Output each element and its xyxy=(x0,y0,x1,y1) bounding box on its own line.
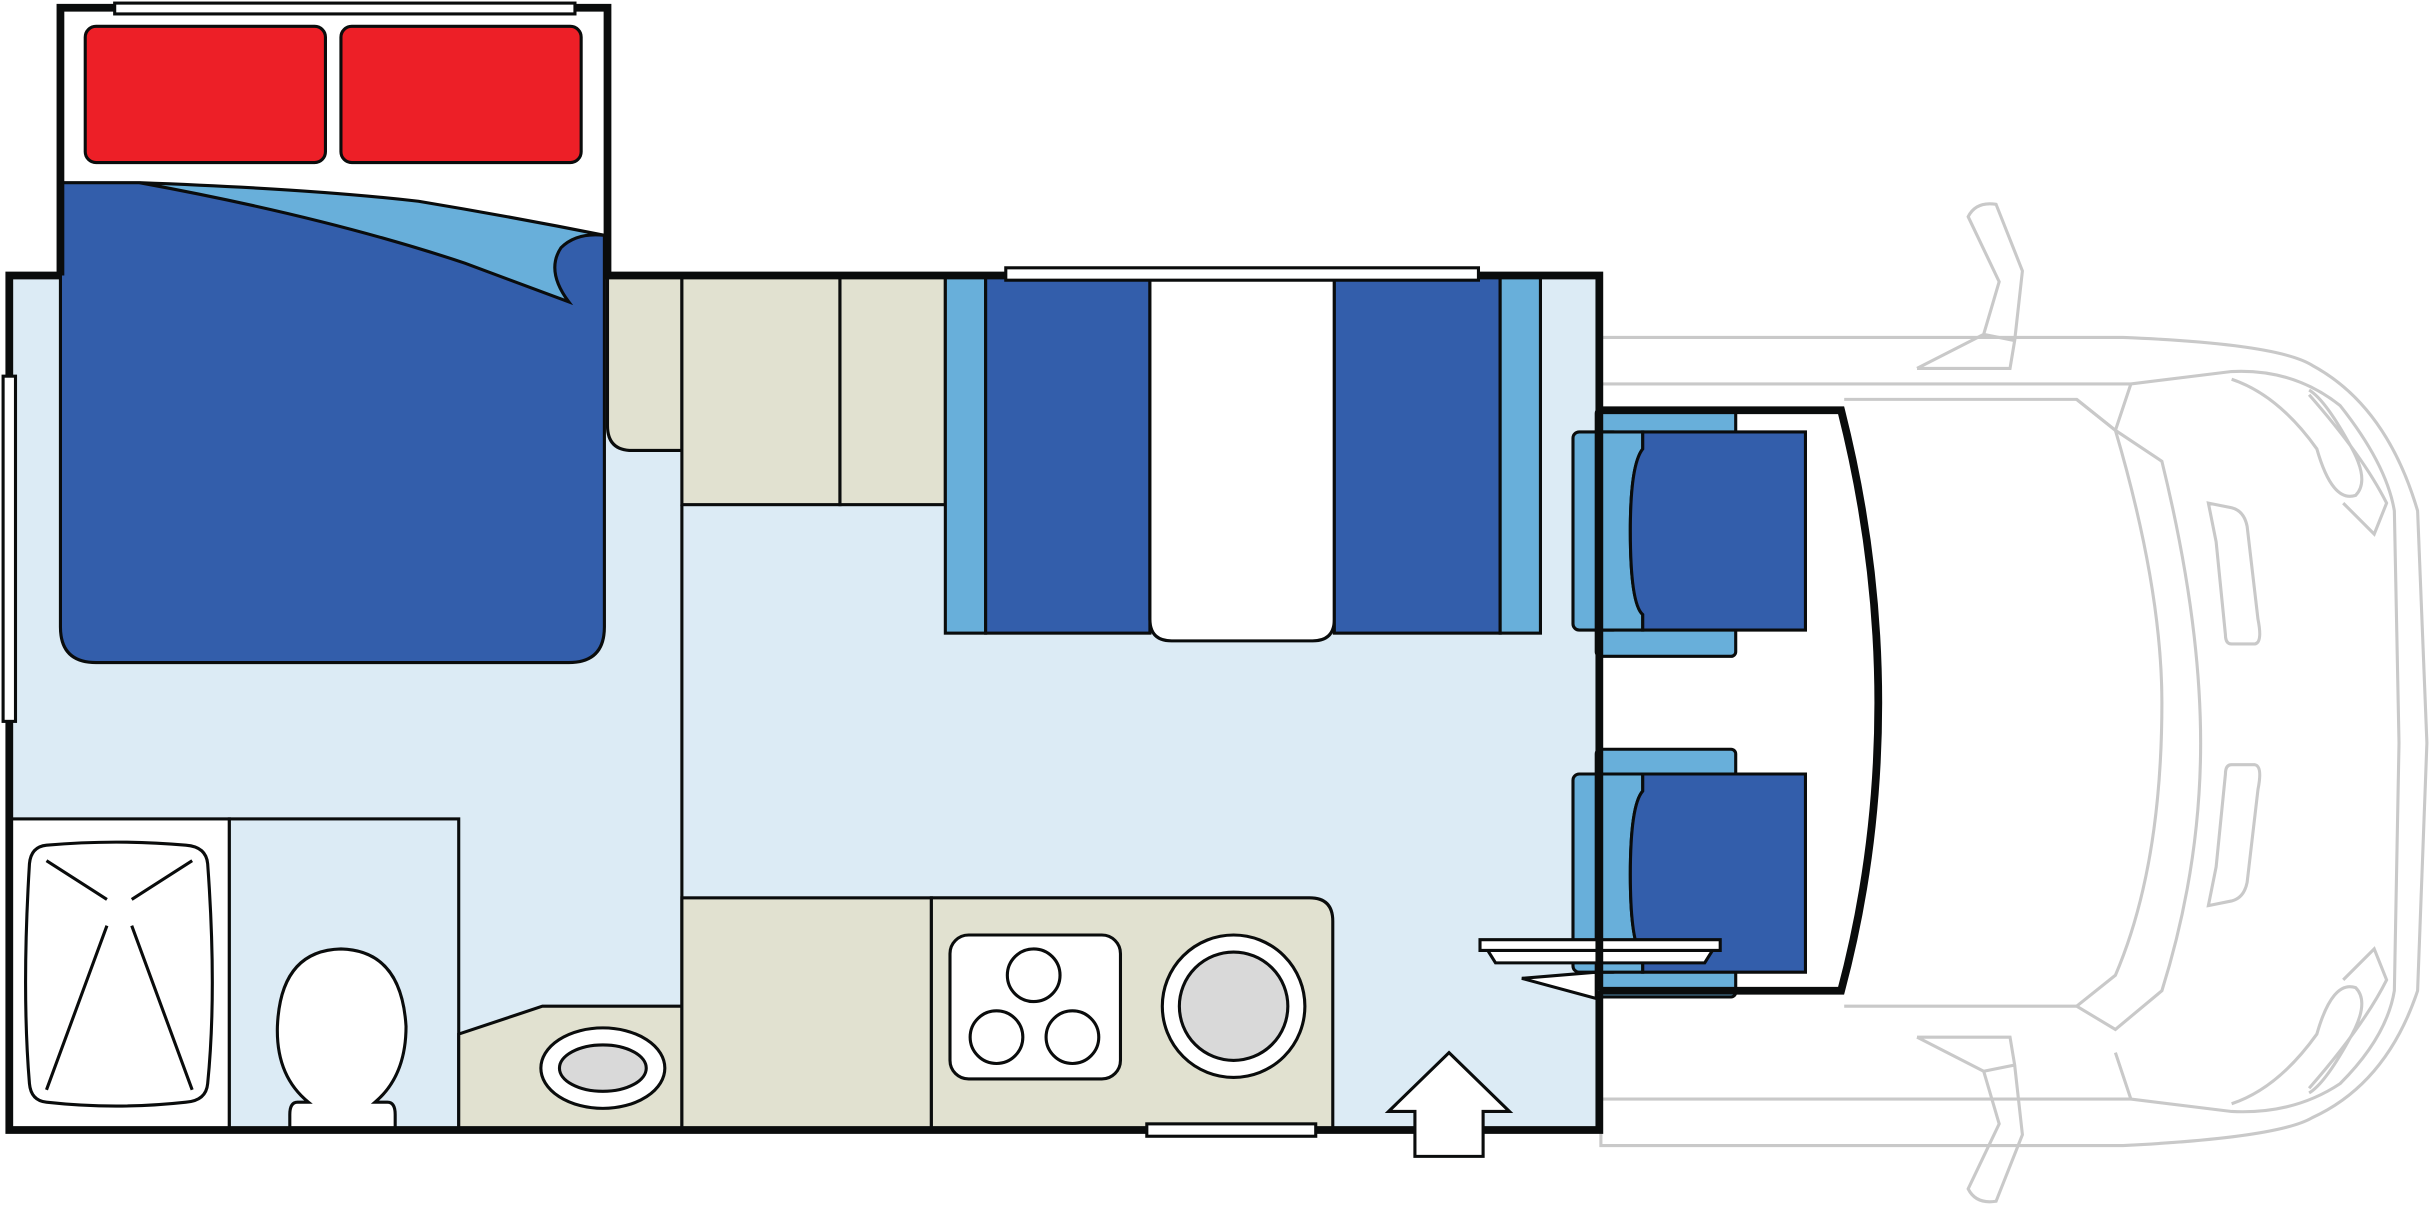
bed-cover xyxy=(60,182,605,663)
pillow-right xyxy=(339,24,583,165)
vehicle-cab xyxy=(1599,202,2429,1204)
burner[interactable] xyxy=(1005,947,1062,1004)
bed-sheet-fold xyxy=(139,181,605,306)
double-bed[interactable] xyxy=(58,9,608,665)
bathroom xyxy=(7,817,684,1132)
entry-arrow-icon[interactable] xyxy=(1384,1050,1514,1158)
overhead-cabinets xyxy=(605,273,947,1131)
toilet[interactable] xyxy=(275,947,408,1132)
window xyxy=(1145,1122,1318,1138)
dinette[interactable] xyxy=(943,273,1542,643)
cab-seat-driver[interactable] xyxy=(1571,747,1808,999)
walls xyxy=(5,3,1883,1134)
window xyxy=(113,1,577,16)
burner[interactable] xyxy=(1044,1009,1101,1066)
burner[interactable] xyxy=(968,1009,1025,1066)
window xyxy=(1004,266,1481,282)
dinette-table xyxy=(1148,277,1336,643)
bench-seat-left xyxy=(984,273,1152,635)
cab-seat-passenger[interactable] xyxy=(1571,407,1808,658)
bench-seat-right xyxy=(1332,273,1502,635)
bench-back-left xyxy=(943,273,988,635)
bench-back-right xyxy=(1498,273,1542,635)
window xyxy=(1,374,18,723)
shower-tray[interactable] xyxy=(24,840,214,1108)
pillow-left xyxy=(83,24,327,165)
kitchen xyxy=(680,896,1335,1132)
